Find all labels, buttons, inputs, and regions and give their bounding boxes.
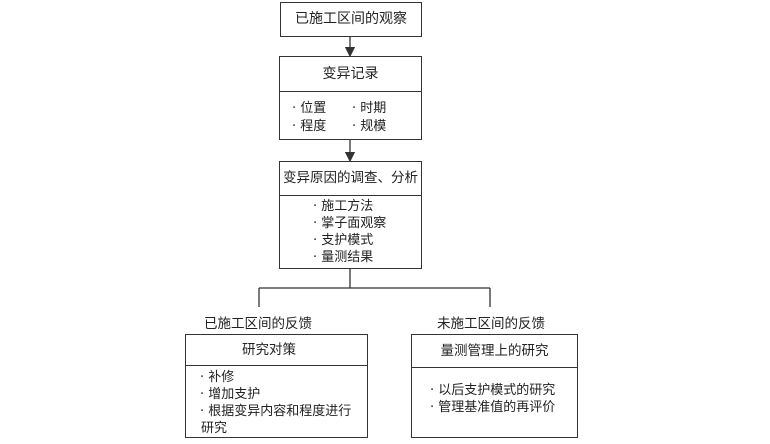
variation-record-header: 变异记录 — [280, 57, 421, 91]
countermeasure-box: 研究对策 · 补修 · 增加支护 · 根据变异内容和程度进行 研究 — [185, 334, 368, 438]
observation-box: 已施工区间的观察 — [280, 2, 422, 37]
analysis-item-support-pattern: · 支护模式 — [313, 233, 374, 248]
countermeasure-item-study: · 根据变异内容和程度进行 — [200, 404, 352, 419]
management-item-future-support: · 以后支护模式的研究 — [430, 383, 556, 398]
bullet-icon: · — [313, 250, 318, 265]
bullet-icon: · — [292, 101, 297, 116]
bullet-icon: · — [313, 233, 318, 248]
bullet-icon: · — [200, 370, 205, 385]
bullet-icon: · — [430, 400, 435, 415]
cause-analysis-body: · 施工方法 · 掌子面观察 · 支护模式 · 量测结果 — [280, 195, 421, 268]
measurement-management-body: · 以后支护模式的研究 · 管理基准值的再评价 — [412, 367, 577, 437]
cause-analysis-header: 变异原因的调查、分析 — [280, 162, 421, 195]
countermeasure-title: 研究对策 — [242, 342, 296, 358]
countermeasure-item-study-continued: 研究 — [201, 421, 228, 436]
analysis-item-construction-method: · 施工方法 — [313, 199, 374, 214]
observation-title: 已施工区间的观察 — [295, 11, 407, 27]
analysis-item-measurement-result: · 量测结果 — [313, 250, 374, 265]
record-item-position: · 位置 — [292, 101, 327, 116]
management-item-reevaluation: · 管理基准值的再评价 — [430, 400, 556, 415]
variation-record-body: · 位置 · 时期 · 程度 · 规模 — [280, 91, 421, 139]
record-item-degree: · 程度 — [292, 119, 327, 134]
bullet-icon: · — [313, 216, 318, 231]
variation-record-title: 变异记录 — [322, 66, 379, 82]
bullet-icon: · — [200, 387, 205, 402]
cause-analysis-title: 变异原因的调查、分析 — [283, 170, 418, 186]
measurement-management-header: 量测管理上的研究 — [412, 335, 577, 367]
record-item-period: · 时期 — [352, 101, 387, 116]
bullet-icon: · — [292, 119, 297, 134]
bullet-icon: · — [200, 404, 205, 419]
bullet-icon: · — [430, 383, 435, 398]
measurement-management-title: 量测管理上的研究 — [440, 343, 549, 359]
record-item-scale: · 规模 — [352, 119, 387, 134]
countermeasure-body: · 补修 · 增加支护 · 根据变异内容和程度进行 研究 — [186, 365, 367, 437]
right-branch-label: 未施工区间的反馈 — [437, 316, 545, 332]
bullet-icon: · — [352, 119, 357, 134]
countermeasure-item-add-support: · 增加支护 — [200, 387, 261, 402]
bullet-icon: · — [313, 199, 318, 214]
analysis-item-face-observation: · 掌子面观察 — [313, 216, 387, 231]
cause-analysis-box: 变异原因的调查、分析 · 施工方法 · 掌子面观察 · 支护模式 · 量测结果 — [279, 161, 422, 269]
countermeasure-header: 研究对策 — [186, 335, 367, 365]
variation-record-box: 变异记录 · 位置 · 时期 · 程度 · 规模 — [279, 56, 422, 140]
left-branch-label: 已施工区间的反馈 — [204, 316, 312, 332]
countermeasure-item-repair: · 补修 — [200, 370, 235, 385]
bullet-icon: · — [352, 101, 357, 116]
measurement-management-box: 量测管理上的研究 · 以后支护模式的研究 · 管理基准值的再评价 — [411, 334, 578, 438]
